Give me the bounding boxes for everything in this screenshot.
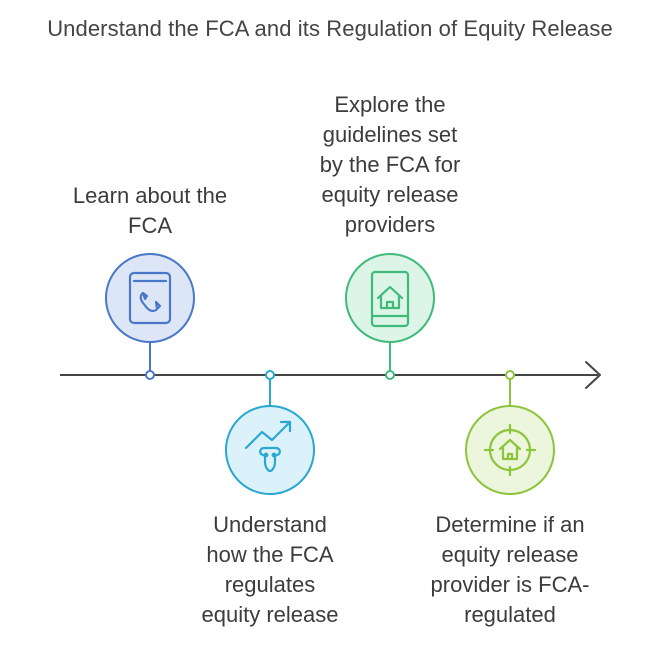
step-3-node — [385, 370, 395, 380]
step-1-label: Learn about the FCA — [72, 183, 228, 238]
step-3-circle — [345, 253, 435, 343]
step-3-label: Explore the guidelines set by the FCA fo… — [319, 92, 461, 237]
step-2 — [225, 370, 315, 495]
step-3 — [345, 253, 435, 380]
step-1 — [105, 253, 195, 380]
step-1-circle — [105, 253, 195, 343]
step-4-circle — [465, 405, 555, 495]
step-4-label: Determine if an equity release provider … — [430, 512, 590, 627]
diagram-title: Understand the FCA and its Regulation of… — [47, 16, 613, 41]
step-4-node — [505, 370, 515, 380]
timeline-arrowhead — [585, 361, 601, 389]
step-2-label: Understand how the FCA regulates equity … — [201, 512, 339, 627]
step-2-circle — [225, 405, 315, 495]
house-target-icon — [483, 423, 537, 477]
step-2-node — [265, 370, 275, 380]
phone-book-icon — [128, 271, 172, 325]
bull-market-icon — [244, 420, 292, 473]
house-document-icon — [370, 270, 410, 328]
step-4 — [465, 370, 555, 495]
step-1-node — [145, 370, 155, 380]
